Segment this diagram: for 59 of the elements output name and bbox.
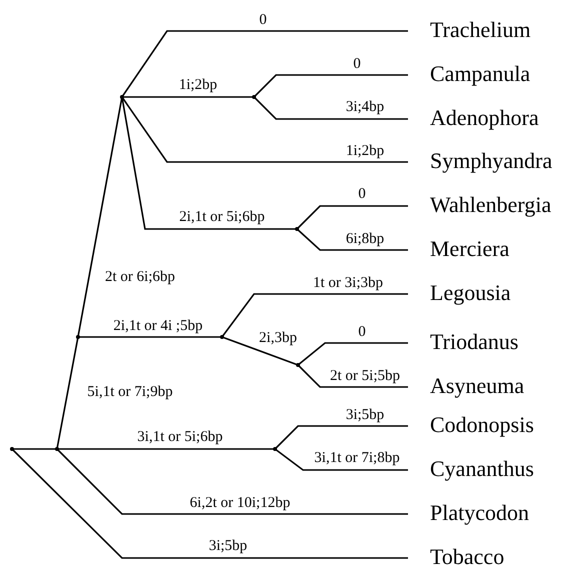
- edge-label: 3i,1t or 5i;6bp: [136, 429, 224, 445]
- taxon-name: Asyneuma: [408, 373, 524, 399]
- taxon-name: Campanula: [408, 61, 530, 87]
- tree-branch: [296, 205, 408, 230]
- tree-branch: [121, 96, 297, 230]
- tree-branch: [57, 448, 275, 450]
- tree-branch: [221, 293, 408, 338]
- branch-point: [10, 447, 14, 451]
- branch-point: [295, 227, 299, 231]
- tree-branch: [121, 30, 408, 98]
- branch-point: [55, 447, 59, 451]
- taxon-name: Tobacco: [408, 544, 504, 570]
- edge-label: 1t or 3i;3bp: [312, 275, 384, 291]
- tree-branch: [253, 96, 408, 120]
- taxon-name: Adenophora: [408, 105, 539, 131]
- branch-point: [273, 447, 277, 451]
- taxon-name: Codonopsis: [408, 412, 534, 438]
- taxon-name: Wahlenbergia: [408, 192, 552, 218]
- branch-point: [220, 335, 224, 339]
- edge-label: 2t or 5i;5bp: [329, 368, 401, 384]
- taxon-name: Cyananthus: [408, 456, 534, 482]
- taxon-name: Triodanus: [408, 329, 518, 355]
- tree-branch: [12, 448, 57, 450]
- branch-point: [252, 95, 256, 99]
- tree-branch: [56, 336, 79, 450]
- tree-branch: [253, 74, 408, 98]
- tree-branch: [11, 448, 408, 559]
- edge-label: 5i,1t or 7i;9bp: [86, 384, 174, 400]
- edge-label: 1i;2bp: [344, 143, 386, 159]
- edge-label: 1i;2bp: [178, 77, 218, 93]
- edge-label: 2i,1t or 5i;6bp: [178, 209, 266, 225]
- tree-branch: [121, 96, 408, 163]
- tree-branch: [78, 336, 222, 338]
- branch-point: [76, 335, 80, 339]
- tree-branch: [222, 336, 298, 366]
- tree-branch: [296, 228, 408, 251]
- taxon-name: Symphyandra: [408, 148, 552, 174]
- edge-label: 2t or 6i;6bp: [104, 269, 176, 285]
- edge-label: 3i;5bp: [208, 538, 248, 554]
- tree-branch: [298, 342, 408, 366]
- edge-label: 2i,1t or 4i ;5bp: [112, 318, 204, 334]
- edge-label: 6i,2t or 10i;12bp: [188, 495, 292, 511]
- taxon-name: Merciera: [408, 236, 510, 262]
- tree-branch: [274, 425, 408, 450]
- taxon-name: Legousia: [408, 280, 511, 306]
- edge-label: 3i,1t or 7i;8bp: [313, 450, 401, 466]
- edge-label: 2i,3bp: [258, 330, 298, 346]
- edge-label: 6i;8bp: [344, 231, 386, 247]
- edge-label: 3i;4bp: [344, 99, 386, 115]
- edge-label: 3i;5bp: [344, 407, 386, 423]
- tree-branch: [56, 448, 408, 515]
- tree-branch: [274, 448, 408, 471]
- taxon-name: Trachelium: [408, 17, 531, 43]
- tree-branch: [77, 96, 123, 338]
- taxon-name: Platycodon: [408, 500, 529, 526]
- tree-branch: [297, 364, 408, 388]
- branch-point: [120, 95, 124, 99]
- tree-branch: [122, 96, 254, 98]
- branch-point: [296, 363, 300, 367]
